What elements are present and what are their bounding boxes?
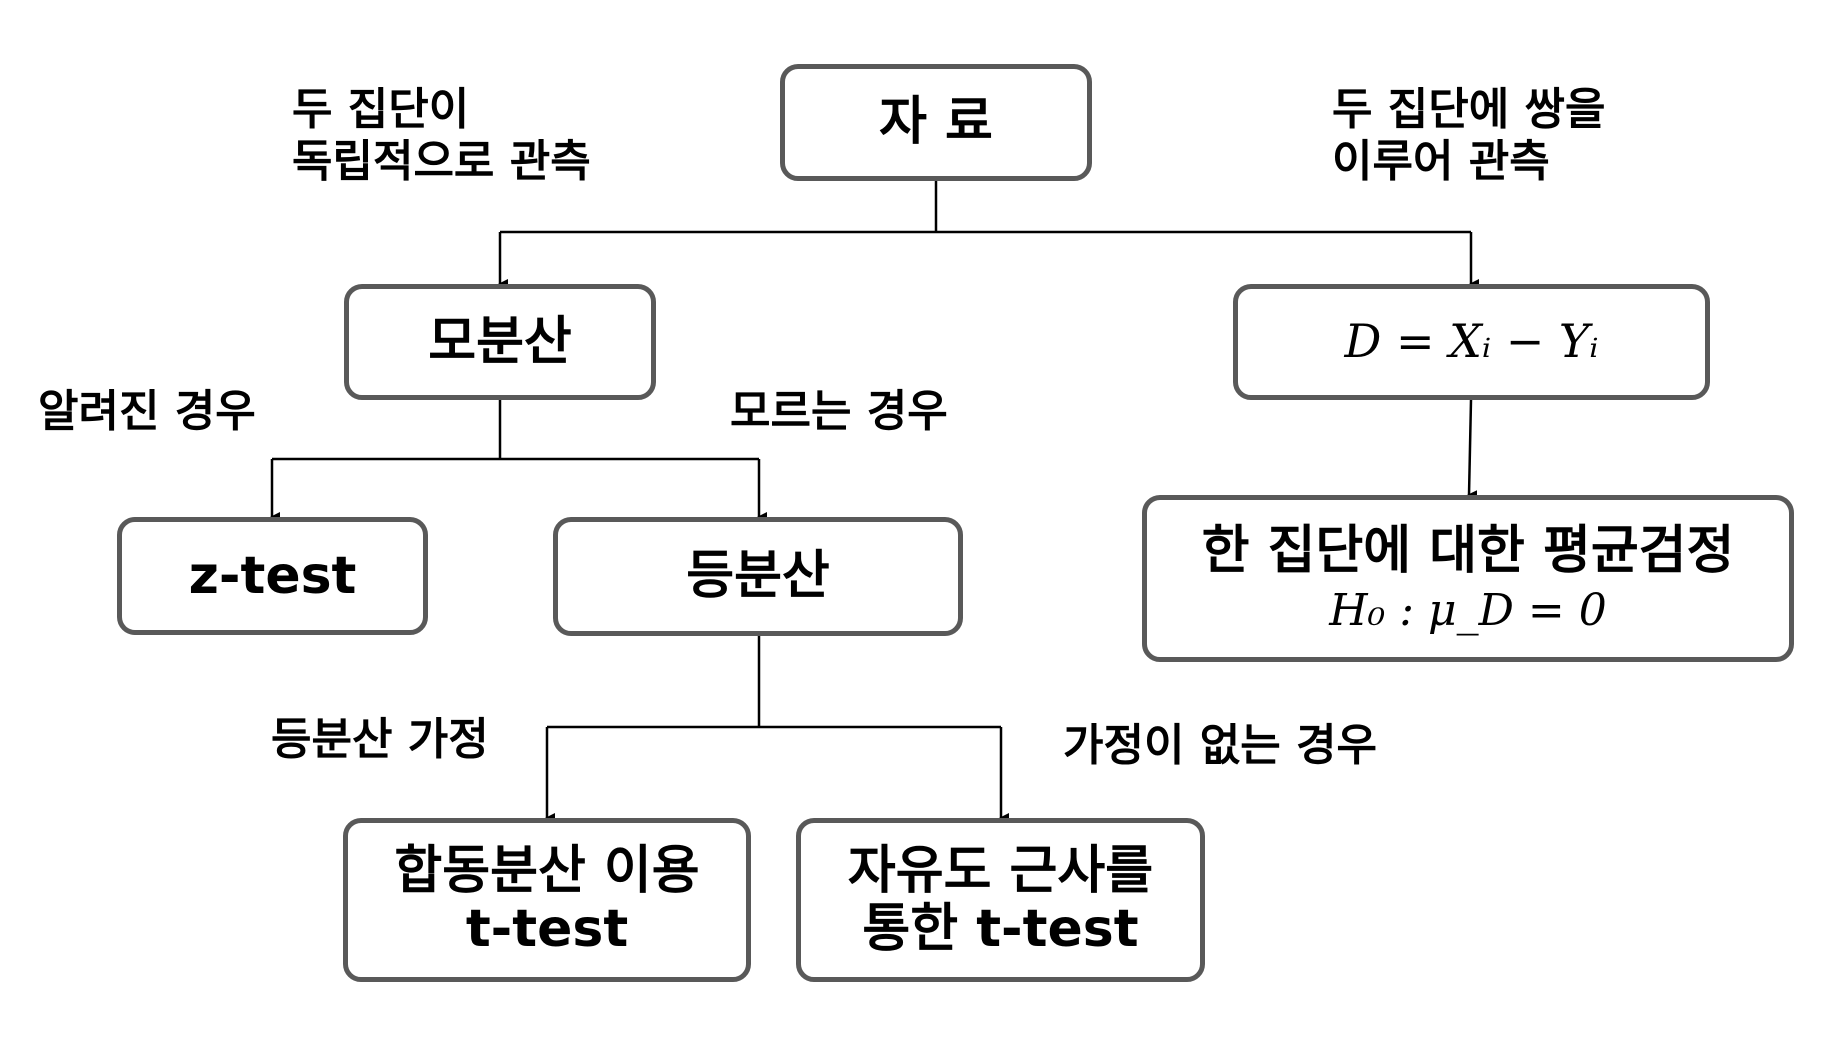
node-z-test-label: z-test (188, 545, 357, 606)
pooled-t-test-line1: 합동분산 이용 (394, 840, 700, 901)
label-equal-variance-assumed: 등분산 가정 (271, 714, 489, 765)
label-no-assumption: 가정이 없는 경우 (1063, 720, 1377, 771)
node-data: 자 료 (780, 64, 1092, 181)
pooled-t-test-line2: t-test (465, 899, 629, 959)
label-paired-line2: 이루어 관측 (1332, 135, 1550, 187)
node-equal-variance: 등분산 (553, 517, 963, 636)
node-welch-t-test: 자유도 근사를 통한 t-test (796, 818, 1205, 982)
node-population-variance-label: 모분산 (428, 311, 572, 372)
label-independent-line1: 두 집단이 (292, 84, 470, 135)
node-pooled-t-test: 합동분산 이용 t-test (343, 818, 751, 982)
one-sample-test-hypothesis: H₀ : μ_D = 0 (1329, 584, 1607, 636)
label-unknown: 모르는 경우 (730, 386, 948, 437)
welch-t-test-line2: 통한 t-test (862, 899, 1139, 959)
node-equal-variance-label: 등분산 (686, 546, 830, 607)
label-known: 알려진 경우 (38, 386, 256, 437)
welch-t-test-line1: 자유도 근사를 (847, 840, 1154, 901)
node-z-test: z-test (117, 517, 428, 635)
node-difference: D = Xᵢ − Yᵢ (1233, 284, 1710, 400)
difference-formula: D = Xᵢ − Yᵢ (1344, 314, 1599, 369)
label-paired: 두 집단에 쌍을 이루어 관측 (1332, 84, 1606, 188)
node-one-sample-test: 한 집단에 대한 평균검정 H₀ : μ_D = 0 (1142, 495, 1794, 662)
label-paired-line1: 두 집단에 쌍을 (1332, 84, 1606, 135)
label-independent-line2: 독립적으로 관측 (292, 135, 591, 187)
node-data-label: 자 료 (879, 92, 993, 153)
arrow-to-one-sample-test (1467, 399, 1478, 501)
one-sample-test-title: 한 집단에 대한 평균검정 (1201, 520, 1735, 581)
label-independent: 두 집단이 독립적으로 관측 (292, 84, 591, 188)
node-population-variance: 모분산 (344, 284, 656, 400)
